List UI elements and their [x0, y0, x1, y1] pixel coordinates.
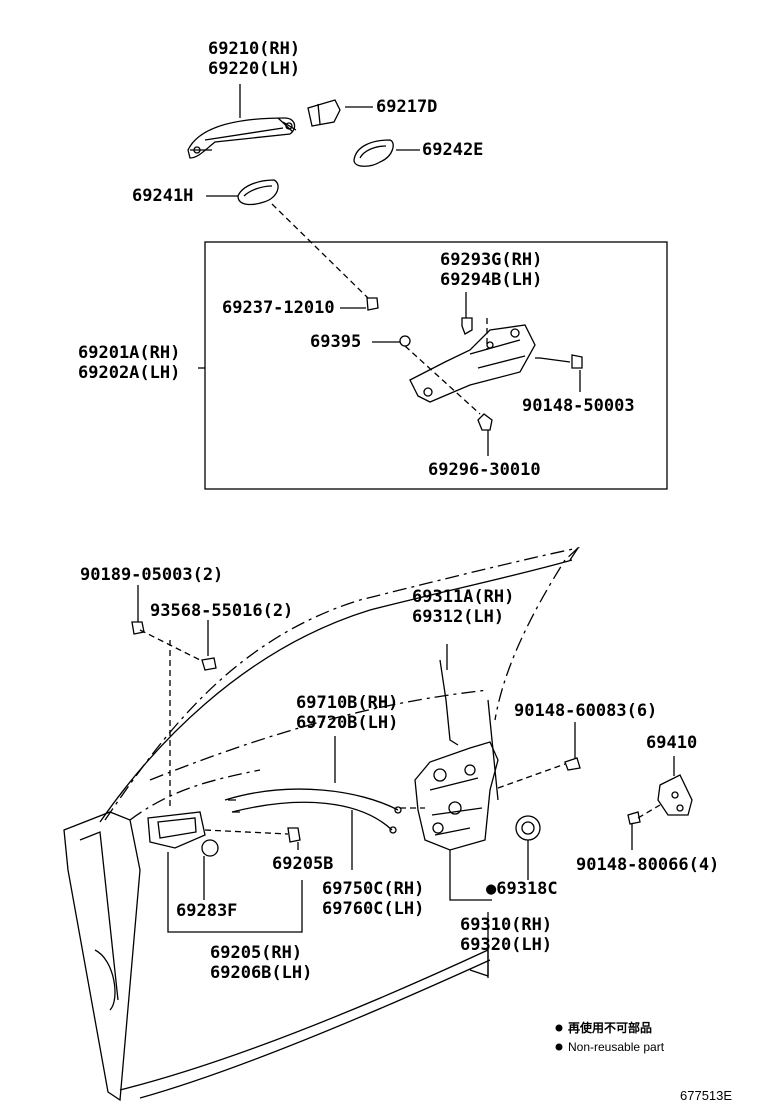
door-lock-drawing — [414, 741, 499, 851]
outside-handle-drawing — [187, 117, 297, 159]
legend-dot-en — [555, 1043, 563, 1051]
label-69241h: 69241H — [132, 186, 194, 206]
label-69318c: ●69318C — [486, 879, 558, 899]
label-90148-60083: 90148-60083(6) — [514, 701, 658, 721]
label-69311a: 69311A(RH) — [412, 587, 515, 607]
label-90148-80066: 90148-80066(4) — [576, 855, 720, 875]
label-69242e: 69242E — [422, 140, 484, 160]
cable-drawing — [224, 788, 402, 834]
label-69201a: 69201A(RH) — [78, 343, 181, 363]
label-93568: 93568-55016(2) — [150, 601, 294, 621]
label-69710b: 69710B(RH) — [296, 693, 399, 713]
label-69210: 69210(RH) — [208, 39, 301, 59]
label-69310: 69310(RH) — [460, 915, 553, 935]
label-69720b: 69720B(LH) — [296, 713, 399, 733]
label-90189: 90189-05003(2) — [80, 565, 224, 585]
diagram-code: 677513E — [680, 1088, 733, 1103]
handle-pad-drawing — [353, 139, 394, 167]
label-69202a: 69202A(LH) — [78, 363, 181, 383]
label-69283f: 69283F — [176, 901, 238, 921]
frame-assembly-box — [204, 241, 668, 490]
legend-en: Non-reusable part — [568, 1040, 665, 1054]
label-69395: 69395 — [310, 332, 362, 352]
label-69220: 69220(LH) — [208, 59, 301, 79]
label-69320: 69320(LH) — [460, 935, 553, 955]
label-69237: 69237-12010 — [222, 298, 335, 318]
legend-dot-jp — [555, 1024, 563, 1032]
label-69410: 69410 — [646, 733, 698, 753]
label-69296: 69296-30010 — [428, 460, 541, 480]
label-69205: 69205(RH) — [210, 943, 303, 963]
label-69217d: 69217D — [376, 97, 438, 117]
handle-cap-drawing — [307, 99, 341, 127]
frame-assembly-drawing — [409, 317, 536, 403]
lock-cover-drawing — [515, 815, 541, 841]
label-69760c: 69760C(LH) — [322, 899, 425, 919]
label-69750c: 69750C(RH) — [322, 879, 425, 899]
label-69312: 69312(LH) — [412, 607, 505, 627]
label-69294b: 69294B(LH) — [440, 270, 543, 290]
striker-drawing — [657, 774, 693, 816]
handle-pad-small-drawing — [237, 179, 279, 206]
label-69206b: 69206B(LH) — [210, 963, 313, 983]
label-69293g: 69293G(RH) — [440, 250, 543, 270]
door-frame-drawing — [63, 546, 581, 1102]
legend-jp: 再使用不可部品 — [568, 1021, 653, 1035]
inside-handle-drawing — [147, 811, 301, 857]
label-90148-50003: 90148-50003 — [522, 396, 635, 416]
label-69205b: 69205B — [272, 854, 334, 874]
